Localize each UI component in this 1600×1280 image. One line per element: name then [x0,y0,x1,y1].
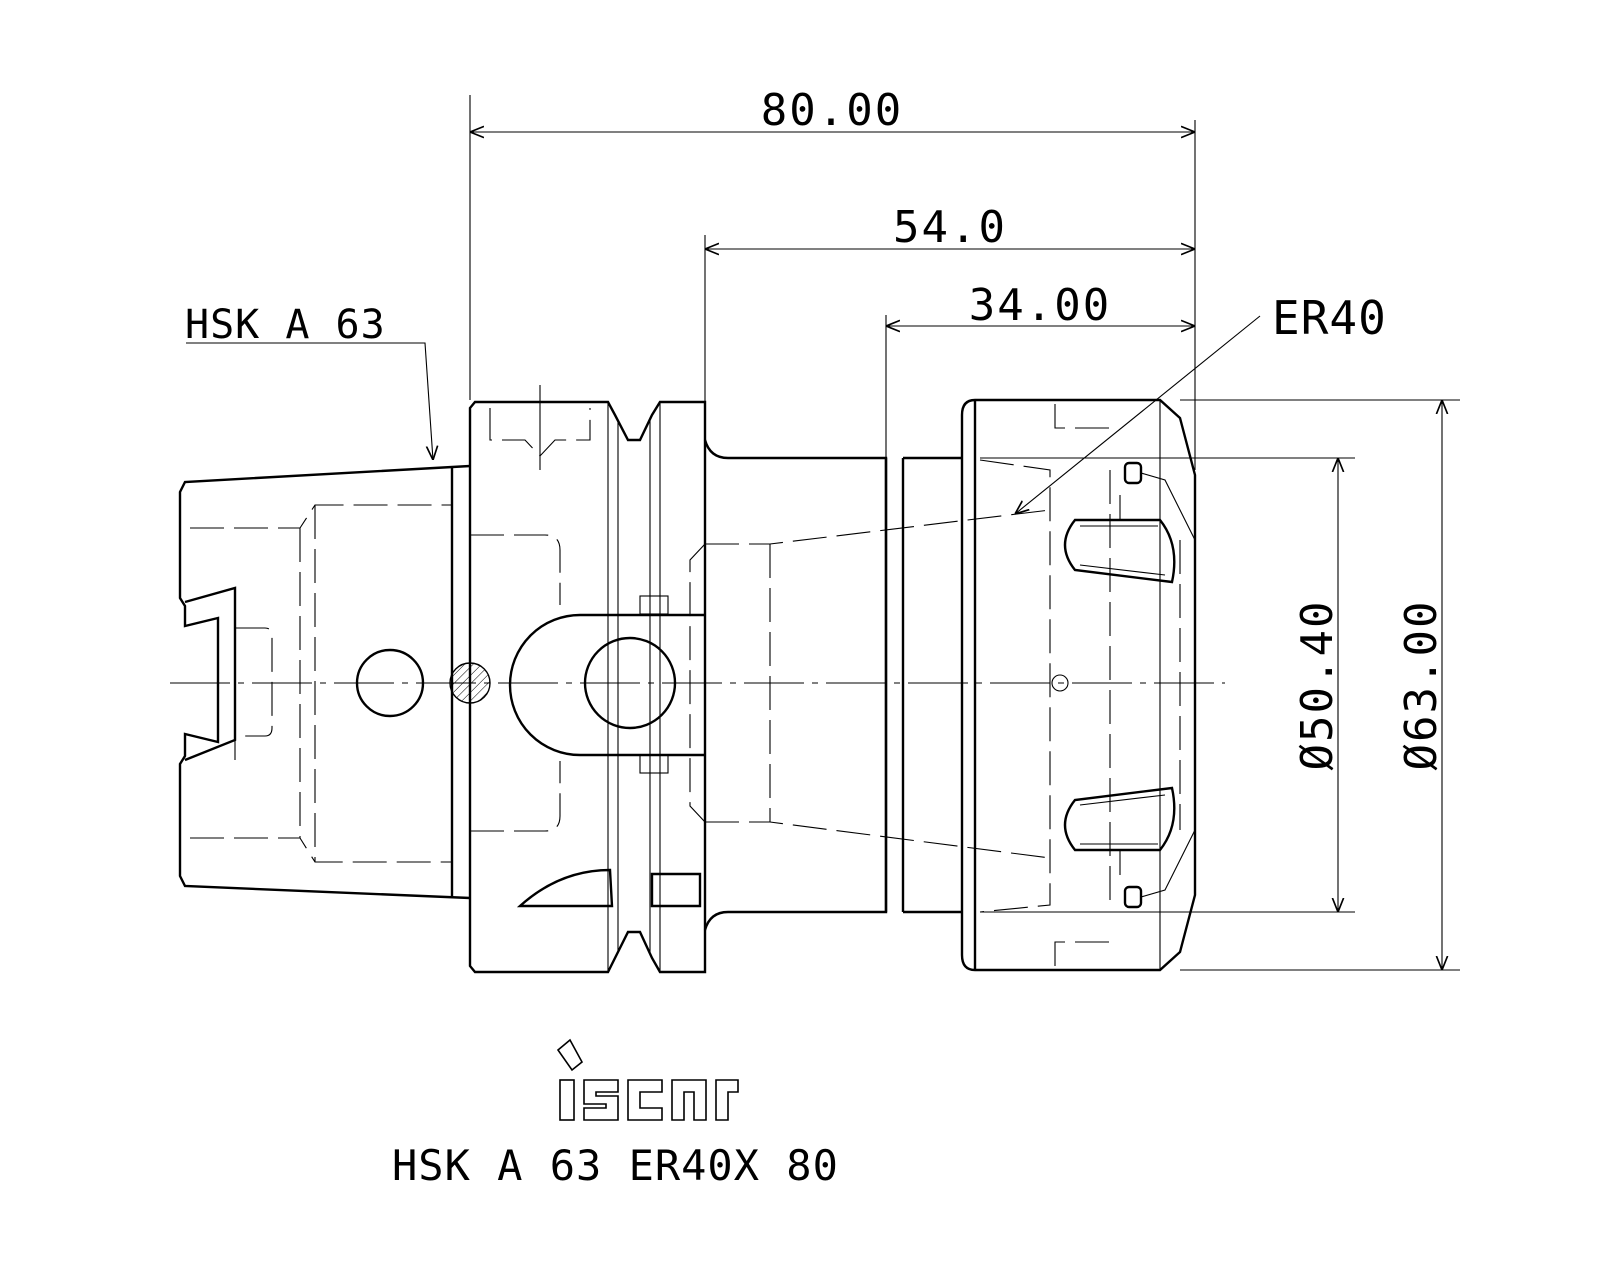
tool-body [689,439,1051,931]
label-collet: ER40 [1272,291,1387,345]
dim-bore-diameter: Ø50.40 [1292,600,1343,771]
flange [468,385,707,974]
clamping-nut [960,398,1197,972]
hsk-shank [178,464,491,900]
leader-er40 [1015,315,1261,514]
leader-hsk [186,342,433,460]
iscar-logo [556,1038,739,1121]
dim-overall-length: 80.00 [761,85,903,136]
dim-outer-diameter: Ø63.00 [1396,600,1447,771]
dim-gauge-length: 54.0 [893,202,1007,253]
dimension-lines [186,95,1460,971]
label-shank: HSK A 63 [185,302,386,348]
part-number: HSK A 63 ER40X 80 [392,1141,839,1190]
dim-nut-length: 34.00 [969,280,1111,331]
